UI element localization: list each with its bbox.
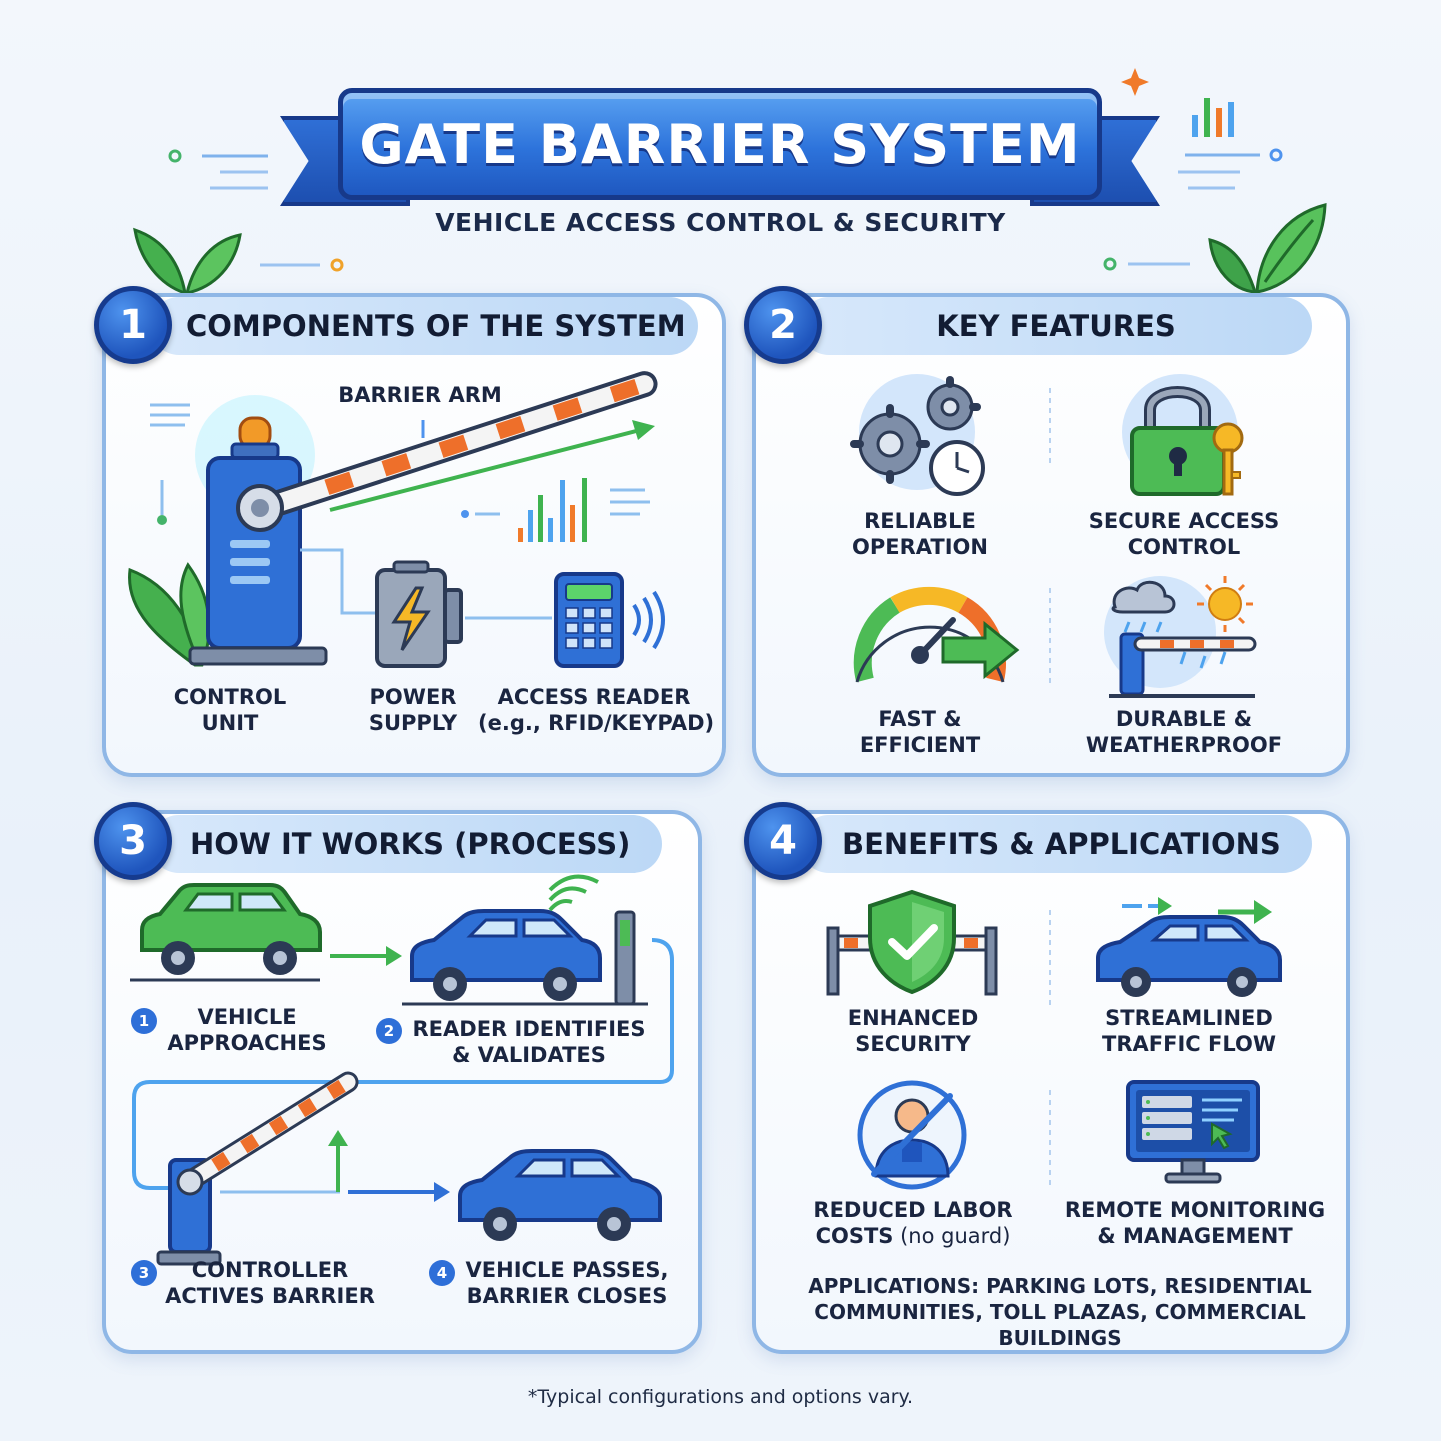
benefit-labor-note: (no guard) [893, 1224, 1011, 1248]
leaf-left-icon [133, 227, 242, 296]
feature-durable-line2: WEATHERPROOF [1085, 733, 1283, 757]
step-4-line1: VEHICLE PASSES, [465, 1258, 669, 1282]
applications-line1: APPLICATIONS: PARKING LOTS, RESIDENTIAL [808, 1274, 1312, 1298]
step-4-number: 4 [429, 1260, 455, 1286]
speedometer-icon [853, 586, 1020, 683]
feature-reliable-line1: RELIABLE [864, 509, 976, 533]
step-vehicle-approaches: VEHICLE APPROACHES [160, 1004, 334, 1056]
step-controller-activates: CONTROLLER ACTIVES BARRIER [160, 1257, 380, 1309]
benefit-traffic-line1: STREAMLINED [1105, 1006, 1273, 1030]
step-1-number: 1 [131, 1008, 157, 1034]
gears-clock-icon [850, 374, 985, 496]
item-access-reader-line2: (e.g., RFID/KEYPAD) [478, 711, 715, 735]
moving-car-icon [1096, 897, 1282, 997]
divider-benefits [1049, 910, 1051, 1190]
benefit-remote: REMOTE MONITORING & MANAGEMENT [1060, 1197, 1330, 1249]
panel-benefits-header: BENEFITS & APPLICATIONS [800, 815, 1312, 873]
step-2-line1: READER IDENTIFIES [412, 1017, 646, 1041]
step-reader-identifies: READER IDENTIFIES & VALIDATES [408, 1016, 650, 1068]
item-power-supply: POWER SUPPLY [350, 684, 476, 736]
benefit-security-line1: ENHANCED [847, 1006, 979, 1030]
item-access-reader-line1: ACCESS READER [497, 685, 691, 709]
item-control-unit-line2: UNIT [201, 711, 259, 735]
feature-secure-line1: SECURE ACCESS [1088, 509, 1280, 533]
feature-reliable-line2: OPERATION [852, 535, 988, 559]
benefit-labor-costs: COSTS [815, 1224, 894, 1248]
benefit-labor-line1: REDUCED LABOR [813, 1198, 1013, 1222]
barrier-arm-label: BARRIER ARM [338, 383, 502, 407]
feature-secure: SECURE ACCESS CONTROL [1074, 508, 1294, 560]
step-3-line1: CONTROLLER [191, 1258, 349, 1282]
power-supply-icon [375, 560, 463, 668]
item-control-unit: CONTROL UNIT [152, 684, 308, 736]
process-flow [130, 874, 674, 1266]
panel-features-header: KEY FEATURES [800, 297, 1312, 355]
blue-car-icon [458, 1149, 662, 1241]
step-3-line2: ACTIVES BARRIER [165, 1284, 375, 1308]
padlock-key-icon [1122, 374, 1244, 496]
benefit-remote-line2: & MANAGEMENT [1097, 1224, 1293, 1248]
benefit-labor: REDUCED LABOR COSTS (no guard) [800, 1197, 1026, 1249]
step-1-line2: APPROACHES [167, 1031, 327, 1055]
green-car-icon [130, 883, 322, 982]
item-control-unit-line1: CONTROL [173, 685, 287, 709]
step-2-line2: & VALIDATES [452, 1043, 606, 1067]
leaf-right-icon [1208, 203, 1327, 294]
item-access-reader: ACCESS READER (e.g., RFID/KEYPAD) [478, 684, 715, 736]
divider-features [1049, 388, 1051, 688]
weather-barrier-icon [1104, 576, 1257, 698]
title-banner: GATE BARRIER SYSTEM [280, 84, 1160, 234]
applications-line2: COMMUNITIES, TOLL PLAZAS, COMMERCIAL BUI… [814, 1300, 1306, 1350]
step-2-number: 2 [376, 1018, 402, 1044]
section-number-4: 4 [744, 802, 822, 880]
section-number-1: 1 [94, 286, 172, 364]
benefit-security: ENHANCED SECURITY [820, 1005, 1006, 1057]
applications-text: APPLICATIONS: PARKING LOTS, RESIDENTIAL … [760, 1273, 1360, 1351]
benefit-traffic: STREAMLINED TRAFFIC FLOW [1086, 1005, 1292, 1057]
item-power-supply-line1: POWER [369, 685, 457, 709]
feature-reliable: RELIABLE OPERATION [830, 508, 1010, 560]
decoration-right [1103, 68, 1283, 271]
section-number-3: 3 [94, 802, 172, 880]
panel-process-title: HOW IT WORKS (PROCESS) [190, 827, 631, 861]
feature-durable-line1: DURABLE & [1115, 707, 1253, 731]
feature-secure-line2: CONTROL [1127, 535, 1241, 559]
feature-fast: FAST & EFFICIENT [830, 706, 1010, 758]
panel-benefits-title: BENEFITS & APPLICATIONS [842, 827, 1281, 861]
feature-durable: DURABLE & WEATHERPROOF [1074, 706, 1294, 758]
no-guard-icon [857, 1080, 967, 1190]
shield-check-icon [826, 889, 998, 996]
step-vehicle-passes: VEHICLE PASSES, BARRIER CLOSES [462, 1257, 672, 1309]
benefit-security-line2: SECURITY [855, 1032, 971, 1056]
page-subtitle: VEHICLE ACCESS CONTROL & SECURITY [435, 208, 1006, 237]
feature-fast-line2: EFFICIENT [859, 733, 981, 757]
item-power-supply-line2: SUPPLY [368, 711, 458, 735]
panel-process-header: HOW IT WORKS (PROCESS) [150, 815, 662, 873]
control-unit-icon [128, 371, 658, 667]
benefit-traffic-line2: TRAFFIC FLOW [1102, 1032, 1276, 1056]
panel-features-title: KEY FEATURES [936, 309, 1176, 343]
step-4-line2: BARRIER CLOSES [466, 1284, 668, 1308]
panel-components-header: COMPONENTS OF THE SYSTEM [150, 297, 698, 355]
footnote: *Typical configurations and options vary… [527, 1386, 914, 1408]
benefit-labor-line2: COSTS (no guard) [800, 1223, 1026, 1249]
page-title: GATE BARRIER SYSTEM [359, 112, 1081, 176]
step-3-number: 3 [131, 1260, 157, 1286]
car-reader-icon [402, 874, 648, 1006]
decoration-left [168, 149, 344, 272]
benefit-remote-line1: REMOTE MONITORING [1064, 1198, 1326, 1222]
keypad-icon [554, 572, 665, 668]
feature-fast-line1: FAST & [878, 707, 962, 731]
panel-components-title: COMPONENTS OF THE SYSTEM [186, 309, 686, 343]
step-1-line1: VEHICLE [197, 1005, 297, 1029]
banner-body: GATE BARRIER SYSTEM [338, 88, 1102, 200]
monitor-dashboard-icon [1126, 1080, 1260, 1184]
section-number-2: 2 [744, 286, 822, 364]
barrier-raise-icon [156, 1071, 359, 1266]
